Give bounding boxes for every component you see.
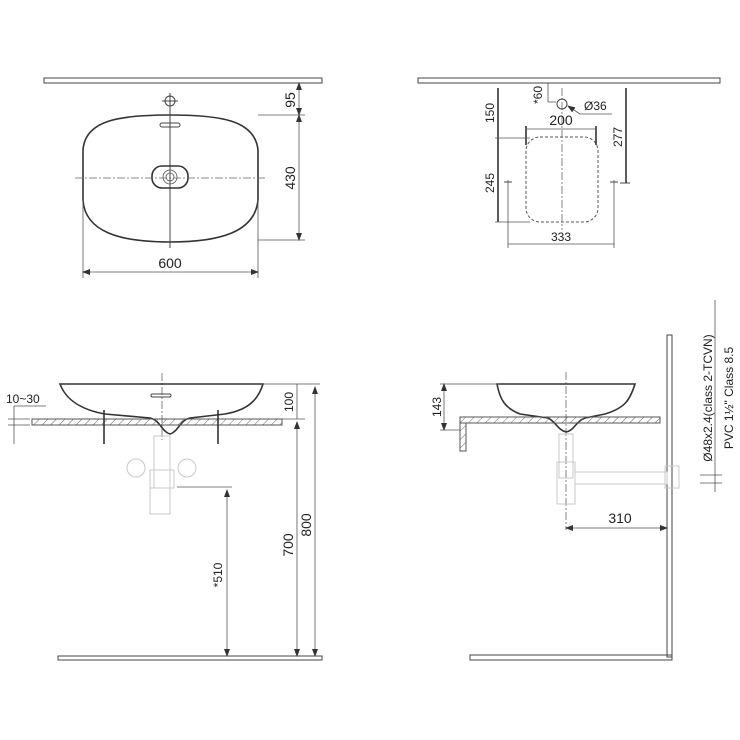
side-view: 143 310 Ø48x2.4(class 2-TCVN) PVC 1½" Cl… [430,300,736,661]
dim-fixing-depth: 277 [611,127,625,147]
dim-basin-height: 143 [430,397,444,417]
cutout-plan-view: Ø36 *60 200 150 245 277 333 [417,77,721,248]
dim-tap-offset: 95 [282,92,298,108]
countertop [31,418,283,426]
wall-line [43,77,323,84]
wall-line [417,77,721,84]
floor-line [57,655,323,661]
drain-icon [151,165,189,189]
wall-line [666,334,673,658]
pipe-spec-label: Ø48x2.4(class 2-TCVN) [701,334,715,461]
dim-basin-height: 100 [282,392,296,412]
dim-waste-height: *510 [211,562,225,587]
dim-counter-height: 700 [280,533,296,557]
dim-fixing-spacing: 333 [551,230,571,244]
tap-hole-icon [556,98,568,110]
front-view: 10~30 100 700 800 *510 [6,373,323,661]
basin-section [496,383,637,433]
waste-trap [126,435,197,515]
floor-line [469,654,673,661]
dim-tap-hole: Ø36 [584,99,607,113]
dim-rim-height: 800 [298,513,314,537]
dim-waste-distance: 310 [608,510,632,526]
countertop [459,416,661,424]
waste-trap [556,433,680,505]
dim-width: 600 [158,255,182,271]
pipe-material-label: PVC 1½" Class 8.5 [722,347,736,450]
dim-cutout-width: 200 [549,112,573,128]
dim-depth: 430 [282,166,298,190]
basin-section [58,383,265,435]
top-view: 600 95 430 [43,77,323,278]
dim-offset-bottom: 245 [483,173,497,193]
dim-offset-top: 150 [483,103,497,123]
overflow-slot [159,122,181,128]
dim-counter-thickness: 10~30 [6,392,40,406]
dim-tap-offset: *60 [531,86,545,104]
